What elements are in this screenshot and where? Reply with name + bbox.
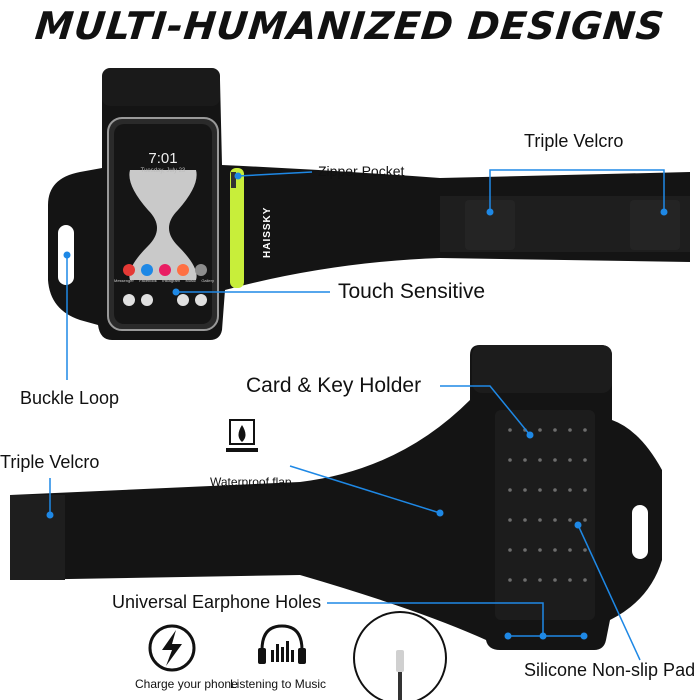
phone-time: 7:01 (148, 150, 178, 167)
card-key-holder-label: Card & Key Holder (246, 374, 422, 397)
earphone-holes-label: Universal Earphone Holes (112, 592, 322, 612)
zipper-pocket (230, 168, 244, 288)
earphone-cable-illustration (353, 611, 447, 700)
armband-front (48, 68, 690, 340)
buckle-loop-label: Buckle Loop (20, 388, 120, 408)
brand-logo: HAISSKY (262, 206, 273, 258)
touch-sensitive-label: Touch Sensitive (338, 280, 486, 303)
armband-back (10, 345, 662, 650)
music-icon (258, 624, 306, 664)
triple-velcro-top-label: Triple Velcro (524, 131, 624, 151)
triple-velcro-bottom-label: Triple Velcro (0, 452, 100, 472)
app-label: Music (185, 278, 196, 283)
charge-icon (148, 624, 196, 672)
music-caption: Listening to Music (230, 677, 327, 691)
waterproof-flap-label: Waterproof flap (210, 475, 292, 489)
waterproof-icon (226, 419, 258, 452)
app-label: Gallery (201, 278, 214, 283)
silicone-pad (495, 410, 595, 620)
app-label: Messenger (114, 278, 134, 283)
charge-caption: Charge your phone (135, 677, 238, 691)
app-label: Facebook (139, 278, 157, 283)
headline: MULTI-HUMANIZED DESIGNS (33, 4, 667, 48)
app-label: Instagram (162, 278, 181, 283)
buckle-loop-slot-back (632, 505, 648, 559)
velcro-strip-bottom (10, 495, 65, 580)
phone-app-labels: Messenger Facebook Instagram Music Galle… (114, 278, 214, 283)
zipper-pocket-label: Zipper Pocket (318, 163, 405, 179)
silicone-pad-label: Silicone Non-slip Pad (524, 660, 696, 680)
phone-date: Tuesday, July 23 (140, 168, 186, 174)
